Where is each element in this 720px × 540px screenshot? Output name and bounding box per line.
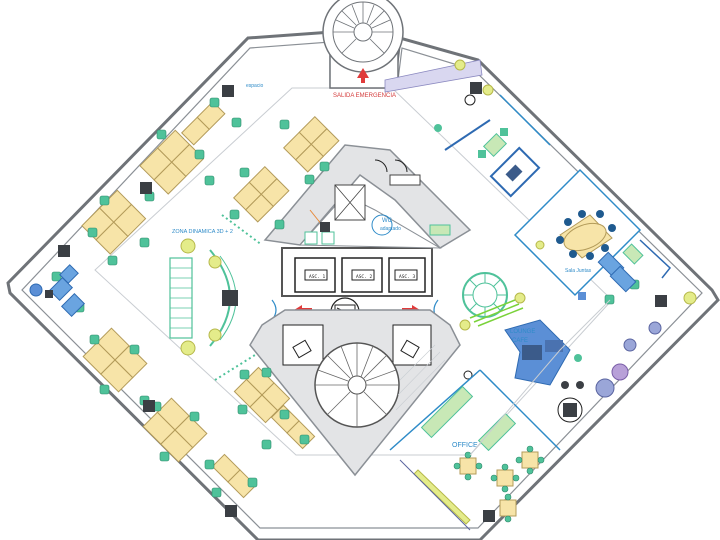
wc-turning-circle [371, 214, 393, 236]
right-tip-workstations [578, 239, 697, 352]
office-area [389, 369, 583, 531]
desk-cluster-top-left [81, 101, 226, 255]
zone-label: ZONA DINAMICA 3D + 2 [172, 229, 233, 235]
wc-sink [429, 224, 451, 236]
right-inner-partition [469, 299, 611, 456]
lower-core-hatch [395, 344, 446, 411]
lounge-area [459, 272, 629, 398]
core-counter [389, 174, 421, 186]
meeting-room [513, 168, 642, 297]
wc-label: WC [382, 218, 393, 224]
desk-cluster-bottom-left [82, 327, 257, 499]
lift-1-label: ASC. 1 [309, 274, 326, 280]
core-door-arc-1 [374, 159, 388, 173]
wc-sub-label: adaptado [380, 226, 401, 232]
note-top-left: espacio [246, 83, 263, 89]
lower-spiral-stair [314, 342, 400, 428]
dynamic-zone-bench [169, 238, 238, 356]
lift-2-label: ASC. 2 [356, 274, 373, 280]
exit-label: SALIDA EMERGENCIA [333, 93, 396, 99]
lift-core [281, 247, 433, 297]
meeting-label: Sala Juntas [565, 268, 592, 274]
lounge-label: LOUNGE [510, 329, 535, 335]
zone-divider-top [221, 214, 263, 246]
wc-toilet-2 [321, 231, 335, 245]
core-door-arc-2 [394, 159, 408, 173]
desk-cluster-inner-top [233, 116, 340, 223]
office-label: OFFICE [452, 442, 478, 449]
left-tip-workstations [29, 264, 86, 318]
wc-toilet-1 [304, 231, 318, 245]
lounge-sub-label: CAFE [512, 338, 528, 344]
exit-arrow-icon [357, 68, 369, 83]
top-spiral-stair [322, 0, 404, 89]
lift-3-label: ASC. 3 [399, 274, 416, 280]
upper-right-furniture [384, 59, 551, 198]
office-chairs [51, 97, 640, 498]
